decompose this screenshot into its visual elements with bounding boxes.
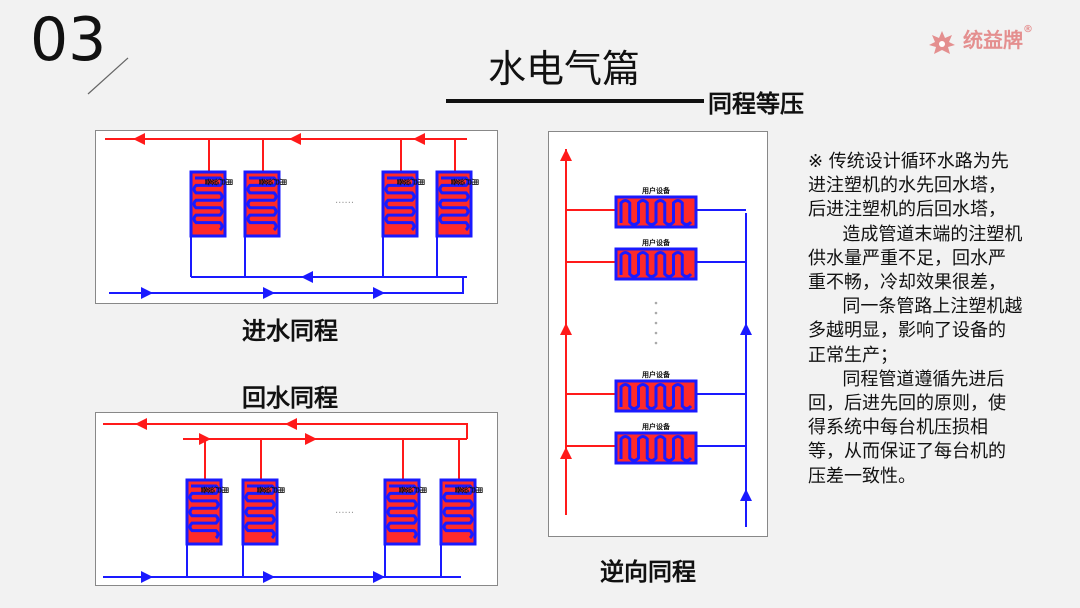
equipment-unit: 用户设备 xyxy=(614,238,698,281)
flow-arrow-up xyxy=(560,323,572,335)
unit-coil xyxy=(384,176,416,232)
unit-label: 用户设备 xyxy=(642,370,671,379)
flow-arrow-left xyxy=(413,133,425,145)
unit-label: 用户设备 xyxy=(396,178,425,187)
supply-pipe xyxy=(103,423,468,439)
equipment-unit: 用户设备 xyxy=(241,478,285,546)
caption-reverse-same-path: 逆向同程 xyxy=(600,558,696,586)
equipment-unit: 用户设备 xyxy=(435,170,479,238)
flow-arrow-up xyxy=(560,149,572,161)
equipment-units: 用户设备 用户设备 用户设备 用户设备 xyxy=(189,170,479,238)
return-pipe xyxy=(109,277,464,294)
logo-text: 统益牌 xyxy=(962,28,1023,52)
unit-body xyxy=(185,478,223,546)
lotus-logo-icon xyxy=(929,30,955,54)
flow-arrow-left xyxy=(133,133,145,145)
unit-body xyxy=(439,478,477,546)
unit-label: 用户设备 xyxy=(200,486,229,495)
unit-label: 用户设备 xyxy=(398,486,427,495)
flow-arrow-right xyxy=(141,571,153,583)
unit-coil xyxy=(188,484,220,540)
pipe-network xyxy=(103,418,468,583)
equipment-unit: 用户设备 xyxy=(185,478,229,546)
unit-body xyxy=(383,478,421,546)
unit-label: 用户设备 xyxy=(450,178,479,187)
flow-arrow-left xyxy=(289,133,301,145)
unit-coil xyxy=(244,484,276,540)
brand-logo: 统益牌® xyxy=(928,24,1033,55)
ellipsis-dot xyxy=(654,311,658,315)
equipment-unit: 用户设备 xyxy=(243,170,287,238)
diagram-frame xyxy=(95,412,498,586)
flow-arrow-up xyxy=(560,447,572,459)
ellipsis-dot xyxy=(654,301,658,305)
unit-label: 用户设备 xyxy=(204,178,233,187)
flow-arrow-up xyxy=(740,489,752,501)
unit-coil xyxy=(619,435,693,462)
equipment-unit: 用户设备 xyxy=(381,170,425,238)
equipment-unit: 用户设备 xyxy=(614,370,698,413)
unit-label: 用户设备 xyxy=(642,422,671,431)
flow-arrow-left xyxy=(285,418,297,430)
unit-coil xyxy=(619,383,693,410)
description-text: ※ 传统设计循环水路为先进注塑机的水先回水塔，后进注塑机的后回水塔， 造成管道末… xyxy=(808,151,1023,487)
registered-mark: ® xyxy=(1022,24,1033,35)
unit-coil xyxy=(246,176,278,232)
unit-label: 用户设备 xyxy=(256,486,285,495)
flow-arrow-left xyxy=(135,418,147,430)
number-slash xyxy=(87,57,129,95)
ellipsis-dot xyxy=(654,331,658,335)
unit-body xyxy=(189,170,227,238)
unit-label: 用户设备 xyxy=(258,178,287,187)
flow-arrow-left xyxy=(301,271,313,283)
unit-body xyxy=(241,478,279,546)
flow-arrow-up xyxy=(740,323,752,335)
diagram-frame xyxy=(95,130,498,304)
equipment-unit: 用户设备 xyxy=(614,422,698,465)
unit-coil xyxy=(442,484,474,540)
unit-body xyxy=(243,170,281,238)
unit-body xyxy=(381,170,419,238)
equipment-unit: 用户设备 xyxy=(439,478,483,546)
unit-label: 用户设备 xyxy=(454,486,483,495)
unit-coil xyxy=(619,251,693,278)
pipe-network xyxy=(560,149,752,527)
unit-label: 用户设备 xyxy=(642,186,671,195)
flow-arrow-right xyxy=(373,287,385,299)
equipment-unit: 用户设备 xyxy=(383,478,427,546)
ellipsis-dot xyxy=(654,341,658,345)
flow-arrow-right xyxy=(305,433,317,445)
unit-label: 用户设备 xyxy=(642,238,671,247)
unit-coil xyxy=(192,176,224,232)
flow-arrow-right xyxy=(141,287,153,299)
slide-number: 03 xyxy=(30,5,107,75)
flow-arrow-right xyxy=(263,571,275,583)
flow-arrow-right xyxy=(373,571,385,583)
equipment-units: 用户设备 用户设备 用户设备 用户设备 xyxy=(185,478,483,546)
pipe-network xyxy=(105,133,467,299)
unit-coil xyxy=(438,176,470,232)
ellipsis-dots: ······ xyxy=(335,508,354,519)
diagram-supply-same-path: 用户设备 用户设备 用户设备 用户设备 ······ xyxy=(95,130,498,304)
subtitle-underline xyxy=(446,99,704,103)
caption-supply-same-path: 进水同程 xyxy=(242,317,338,345)
page-title: 水电气篇 xyxy=(488,47,641,91)
caption-return-same-path: 回水同程 xyxy=(242,384,338,412)
equipment-unit: 用户设备 xyxy=(614,186,698,229)
diagram-return-same-path: 用户设备 用户设备 用户设备 用户设备 ······ xyxy=(95,412,498,586)
ellipsis-dot xyxy=(654,321,658,325)
unit-coil xyxy=(386,484,418,540)
flow-arrow-right xyxy=(263,287,275,299)
equipment-unit: 用户设备 xyxy=(189,170,233,238)
unit-body xyxy=(435,170,473,238)
unit-coil xyxy=(619,199,693,226)
subtitle: 同程等压 xyxy=(708,90,804,118)
ellipsis-dots: ······ xyxy=(335,198,354,209)
